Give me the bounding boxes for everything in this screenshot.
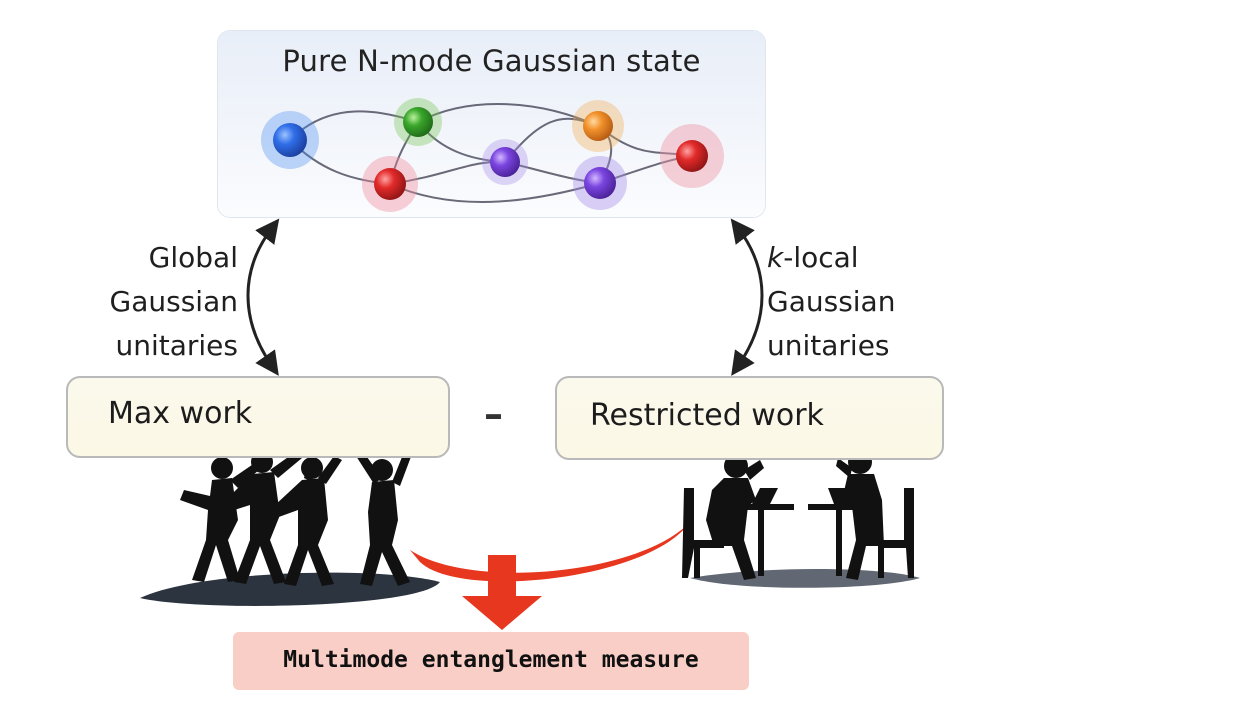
global-unitaries-label: Global Gaussian unitaries [104, 236, 238, 368]
label-line: Gaussian [767, 285, 896, 318]
entanglement-measure-label: Multimode entanglement measure [283, 647, 699, 673]
people-lifting-silhouette [180, 450, 412, 586]
mode-purple-center [482, 139, 528, 185]
combine-arrow [410, 522, 690, 630]
label-line: unitaries [767, 329, 890, 362]
entanglement-measure-box [233, 632, 749, 690]
mode-purple-right [573, 156, 627, 210]
ground-right [690, 569, 920, 588]
mode-blue [261, 111, 319, 169]
panel-title: Pure N-mode Gaussian state [282, 44, 701, 78]
global-unitaries-arrow [246, 218, 280, 376]
minus-operator: – [484, 392, 503, 436]
label-line: Gaussian [109, 285, 238, 318]
local-unitaries-arrow [730, 218, 764, 376]
mode-green [394, 98, 442, 146]
label-line: unitaries [115, 329, 238, 362]
mode-red-left [362, 156, 418, 212]
restricted-work-label: Restricted work [590, 398, 824, 433]
max-work-box [66, 376, 450, 458]
restricted-work-box [555, 376, 944, 460]
mode-orange [572, 100, 624, 152]
k-symbol: k [767, 241, 784, 274]
max-work-label: Max work [108, 396, 253, 431]
people-sitting-silhouette [682, 450, 914, 580]
label-text: -local [783, 241, 859, 274]
local-unitaries-label: k-local Gaussian unitaries [767, 236, 947, 368]
mode-red-right [660, 124, 724, 188]
label-line: Global [148, 241, 238, 274]
label-line: k-local [767, 236, 947, 280]
